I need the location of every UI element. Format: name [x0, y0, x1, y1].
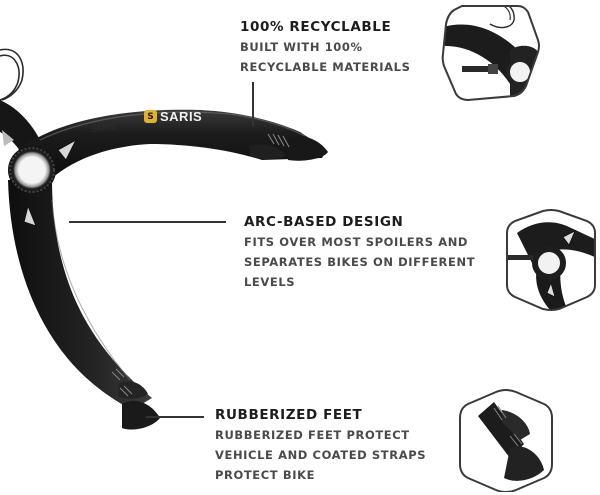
hub-icon — [8, 146, 56, 194]
callout-line-recyclable — [252, 82, 254, 126]
feature-description: RUBBERIZED FEET PROTECT VEHICLE AND COAT… — [215, 428, 427, 482]
feature-description: FITS OVER MOST SPOILERS AND SEPARATES BI… — [244, 235, 476, 289]
feature-title: 100% RECYCLABLE — [240, 19, 392, 35]
callout-line-arc-design — [69, 221, 226, 223]
hex-border — [506, 209, 596, 311]
callout-line-rubberized-feet — [146, 416, 204, 418]
hex-thumbnail-recyclable — [441, 5, 540, 102]
top-arm — [18, 109, 324, 178]
hex-border — [459, 389, 553, 492]
hex-border — [441, 5, 540, 102]
svg-text:SARIS: SARIS — [91, 122, 116, 134]
strap-loop-icon — [0, 48, 24, 101]
top-arm-foot — [286, 136, 328, 161]
hex-thumbnail-arc-design — [506, 209, 596, 311]
bottom-foot — [122, 400, 160, 430]
feature-title: ARC-BASED DESIGN — [244, 214, 404, 230]
hex-thumbnail-rubberized-feet — [459, 389, 553, 492]
bottom-leg — [8, 180, 152, 410]
feature-description: BUILT WITH 100% RECYCLABLE MATERIALS — [240, 40, 411, 74]
saris-logo: S SARIS — [144, 109, 202, 124]
feature-title: RUBBERIZED FEET — [215, 407, 363, 423]
feature-arc-design: ARC-BASED DESIGN FITS OVER MOST SPOILERS… — [244, 212, 475, 292]
feature-rubberized-feet: RUBBERIZED FEET RUBBERIZED FEET PROTECT … — [215, 405, 426, 485]
saris-s-badge-icon: S — [144, 110, 157, 123]
feature-recyclable: 100% RECYCLABLE BUILT WITH 100% RECYCLAB… — [240, 17, 410, 77]
brand-name: SARIS — [160, 109, 203, 124]
